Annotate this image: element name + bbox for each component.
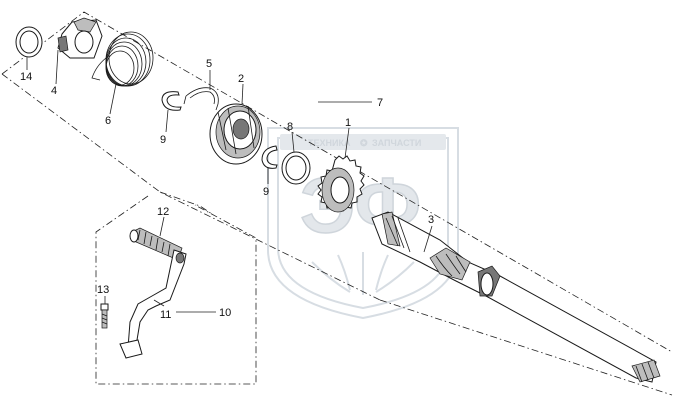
watermark-text-left: ТЕХНИКА bbox=[308, 138, 351, 148]
wheat-icon bbox=[311, 252, 415, 295]
circlip-part-9-upper bbox=[161, 91, 182, 111]
kick-rubber-part-12 bbox=[129, 227, 183, 261]
ratchet-gear-part-2 bbox=[209, 103, 263, 165]
callout-8: 8 bbox=[287, 121, 293, 133]
callout-13: 13 bbox=[97, 284, 109, 296]
kick-spring-part-6 bbox=[91, 31, 154, 87]
svg-text:✪: ✪ bbox=[359, 138, 368, 148]
kick-shaft-part-3 bbox=[371, 211, 661, 383]
callout-2: 2 bbox=[238, 73, 244, 85]
kick-lever-frame bbox=[95, 195, 257, 385]
kick-lever-part-11 bbox=[119, 249, 187, 359]
leader-lines bbox=[26, 49, 433, 313]
callouts: 14 4 6 5 9 2 7 8 9 1 3 12 13 11 10 bbox=[20, 58, 434, 321]
callout-9-upper: 9 bbox=[160, 134, 166, 146]
circlip-part-9-lower bbox=[261, 145, 278, 169]
callout-9-lower: 9 bbox=[263, 186, 269, 198]
washer-part-14 bbox=[15, 26, 43, 58]
washer-part-8 bbox=[281, 151, 311, 185]
callout-12: 12 bbox=[157, 206, 169, 218]
callout-3: 3 bbox=[428, 214, 434, 226]
callout-14: 14 bbox=[20, 71, 32, 83]
callout-7: 7 bbox=[377, 97, 383, 109]
bolt-part-13 bbox=[100, 303, 109, 329]
callout-5: 5 bbox=[206, 58, 212, 70]
callout-1: 1 bbox=[345, 117, 351, 129]
kick-gear-part-1 bbox=[317, 155, 365, 213]
ratchet-guide-part-4 bbox=[57, 17, 103, 59]
callout-6: 6 bbox=[105, 115, 111, 127]
callout-10: 10 bbox=[219, 307, 231, 319]
spring-clip-part-5 bbox=[183, 87, 219, 111]
watermark-text-right: ЗАПЧАСТИ bbox=[372, 138, 421, 148]
callout-4: 4 bbox=[51, 85, 57, 97]
callout-11: 11 bbox=[160, 309, 171, 321]
